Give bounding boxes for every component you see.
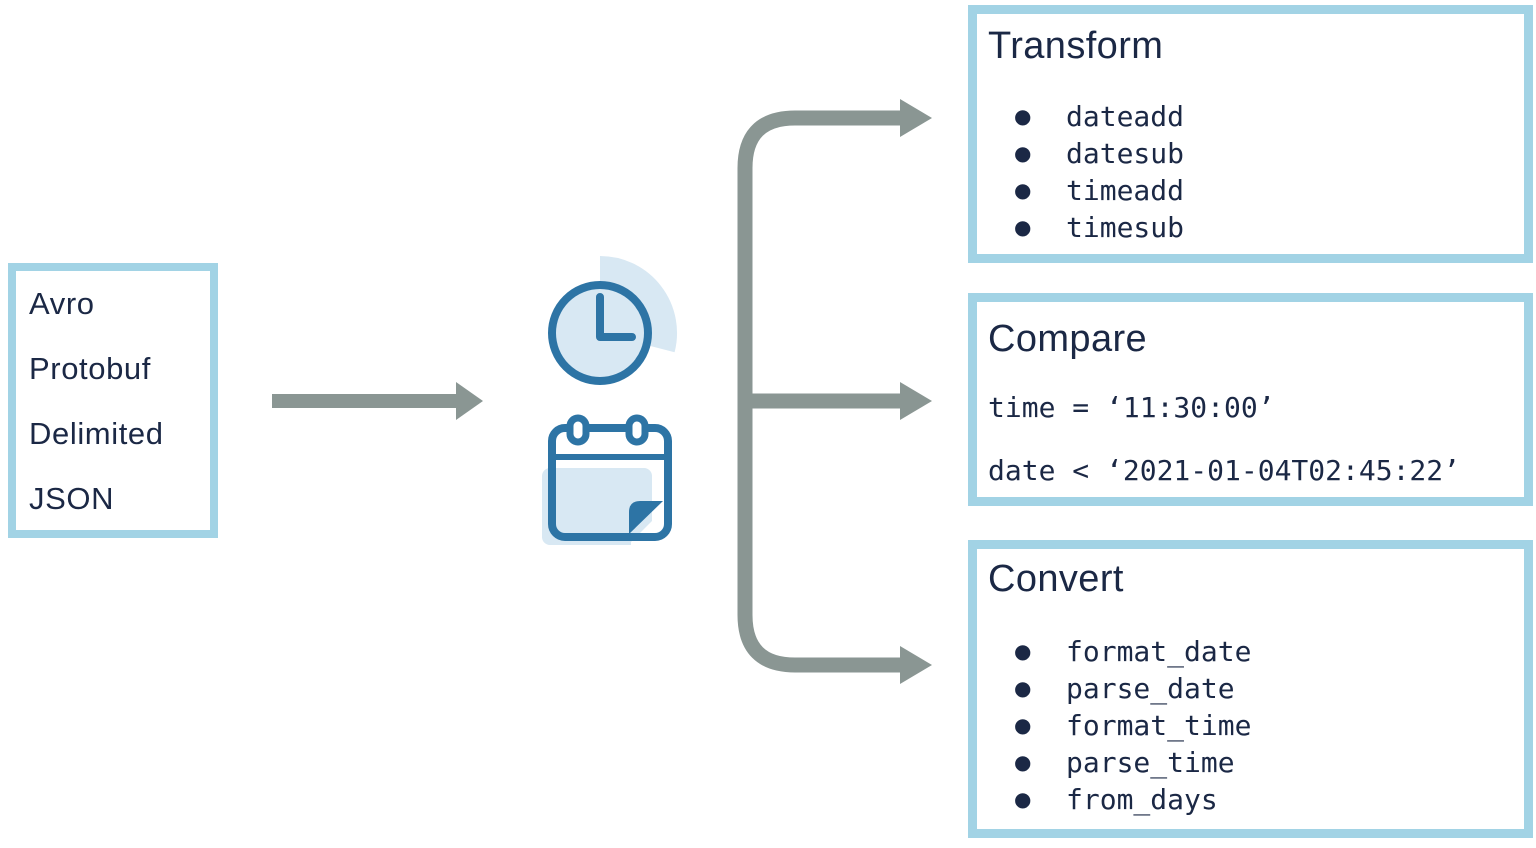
branch-arrow-head-bottom [900, 646, 932, 684]
compare-title: Compare [988, 318, 1148, 360]
convert-box: Convert format_date parse_date format_ti… [968, 540, 1533, 838]
format-item-protobuf: Protobuf [29, 351, 151, 386]
function-item-from-days: from_days [977, 781, 1524, 818]
calendar-icon [542, 414, 685, 554]
calendar-outline [548, 424, 672, 541]
branch-arrows [737, 99, 932, 684]
calendar-folded-corner [629, 501, 663, 534]
convert-title: Convert [988, 558, 1124, 600]
format-item-delimited: Delimited [29, 416, 164, 451]
function-item-timesub: timesub [977, 209, 1524, 246]
compare-expression-date: date < ‘2021-01-04T02:45:22’ [988, 454, 1461, 487]
function-item-parse-time: parse_time [977, 744, 1524, 781]
input-arrow-head [456, 382, 483, 420]
clock-icon [548, 256, 677, 385]
clock-swoosh [599, 256, 677, 353]
function-item-dateadd: dateadd [977, 98, 1524, 135]
transform-function-list: dateadd datesub timeadd timesub [977, 98, 1524, 246]
compare-expression-time: time = ‘11:30:00’ [988, 391, 1275, 424]
function-item-datesub: datesub [977, 135, 1524, 172]
input-arrow [272, 382, 483, 420]
format-item-avro: Avro [29, 286, 95, 321]
calendar-ring-right [625, 414, 649, 446]
convert-function-list: format_date parse_date format_time parse… [977, 633, 1524, 818]
branch-arrow-head-middle [900, 382, 932, 420]
input-arrow-shaft [272, 394, 458, 408]
calendar-page-fill [542, 468, 652, 545]
function-item-format-time: format_time [977, 707, 1524, 744]
transform-box: Transform dateadd datesub timeadd timesu… [968, 5, 1533, 263]
calendar-ring-left [566, 414, 590, 446]
branch-arrow-head-top [900, 99, 932, 137]
branch-curve [737, 110, 900, 673]
clock-hands [596, 293, 636, 341]
transform-title: Transform [988, 25, 1164, 67]
source-formats-box: Avro Protobuf Delimited JSON [8, 263, 218, 538]
function-item-format-date: format_date [977, 633, 1524, 670]
function-item-timeadd: timeadd [977, 172, 1524, 209]
source-format-list: Avro Protobuf Delimited JSON [16, 271, 210, 531]
function-item-parse-date: parse_date [977, 670, 1524, 707]
compare-box: Compare time = ‘11:30:00’ date < ‘2021-0… [968, 293, 1533, 506]
format-item-json: JSON [29, 481, 115, 516]
